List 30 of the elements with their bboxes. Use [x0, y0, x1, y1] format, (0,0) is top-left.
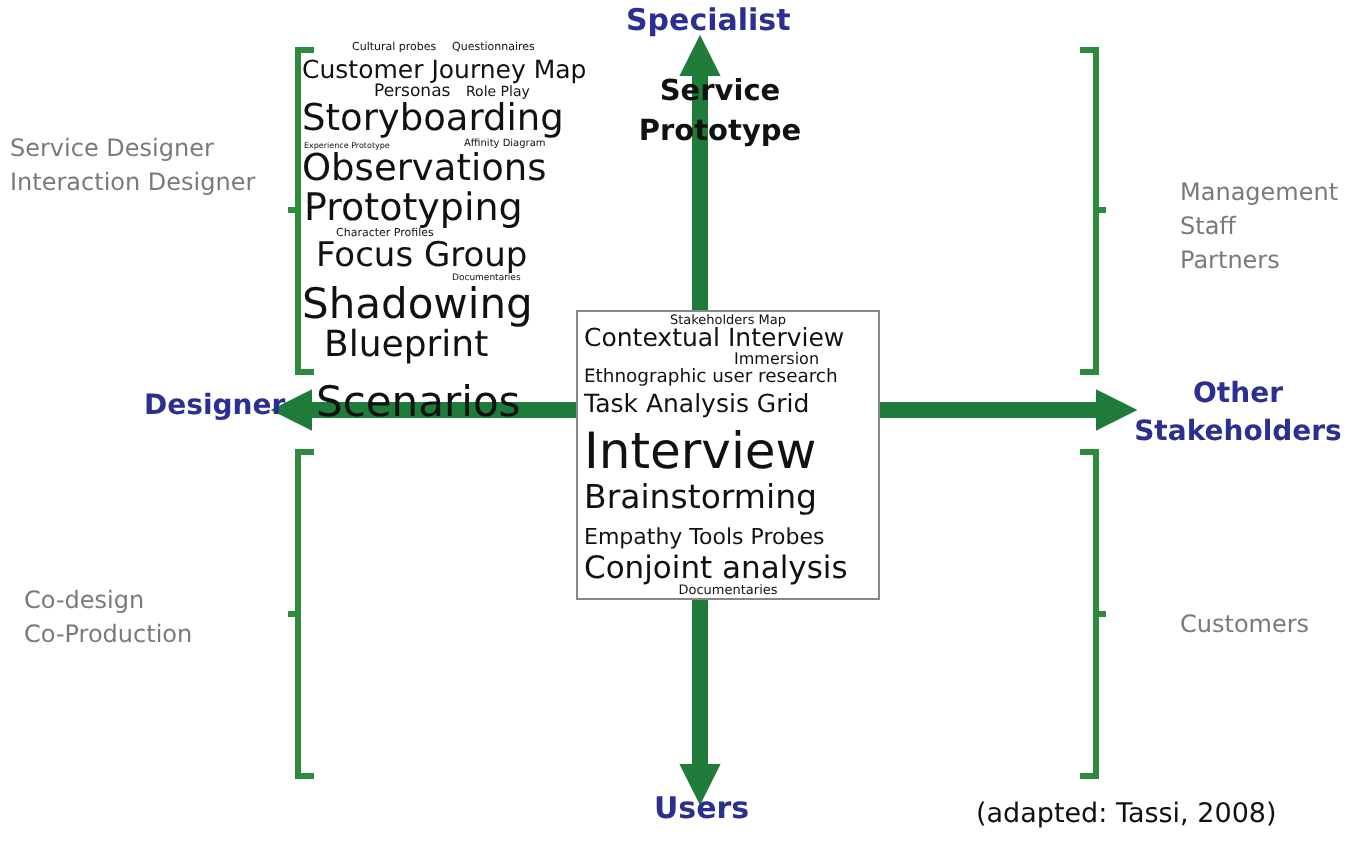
method-label: Contextual Interview — [584, 326, 845, 351]
role-label: Interaction Designer — [10, 170, 256, 194]
method-label: Task Analysis Grid — [584, 392, 810, 417]
axis-label: Specialist — [626, 6, 791, 36]
method-label: Brainstorming — [584, 482, 817, 515]
method-label: Empathy Tools Probes — [584, 526, 825, 548]
method-box — [576, 310, 880, 600]
axis-label: Designer — [144, 392, 286, 420]
method-label: Shadowing — [302, 284, 533, 326]
axis-label: Other Stakeholders — [1132, 376, 1344, 452]
method-label: Conjoint analysis — [584, 554, 848, 585]
method-label: Blueprint — [324, 327, 489, 363]
method-label: Interview — [584, 426, 817, 476]
stakeholder-label: Staff — [1180, 214, 1236, 238]
stakeholder-label: Customers — [1180, 612, 1310, 636]
source-caption: (adapted: Tassi, 2008) — [976, 802, 1277, 829]
method-label: Ethnographic user research — [584, 368, 838, 387]
stakeholder-label: Management — [1180, 180, 1339, 204]
method-label: Prototyping — [304, 190, 523, 228]
method-label: Customer Journey Map — [302, 58, 587, 83]
role-label: Service Designer — [10, 136, 214, 160]
method-label: Storyboarding — [302, 102, 564, 139]
role-label: Co-Production — [24, 622, 193, 646]
method-label: Focus Group — [316, 240, 528, 274]
role-label: Co-design — [24, 588, 145, 612]
method-label: Personas — [374, 84, 451, 101]
method-label: Observations — [302, 152, 547, 189]
method-label: Immersion — [734, 352, 820, 368]
axis-label: Users — [654, 794, 750, 824]
stakeholder-label: Partners — [1180, 248, 1280, 272]
